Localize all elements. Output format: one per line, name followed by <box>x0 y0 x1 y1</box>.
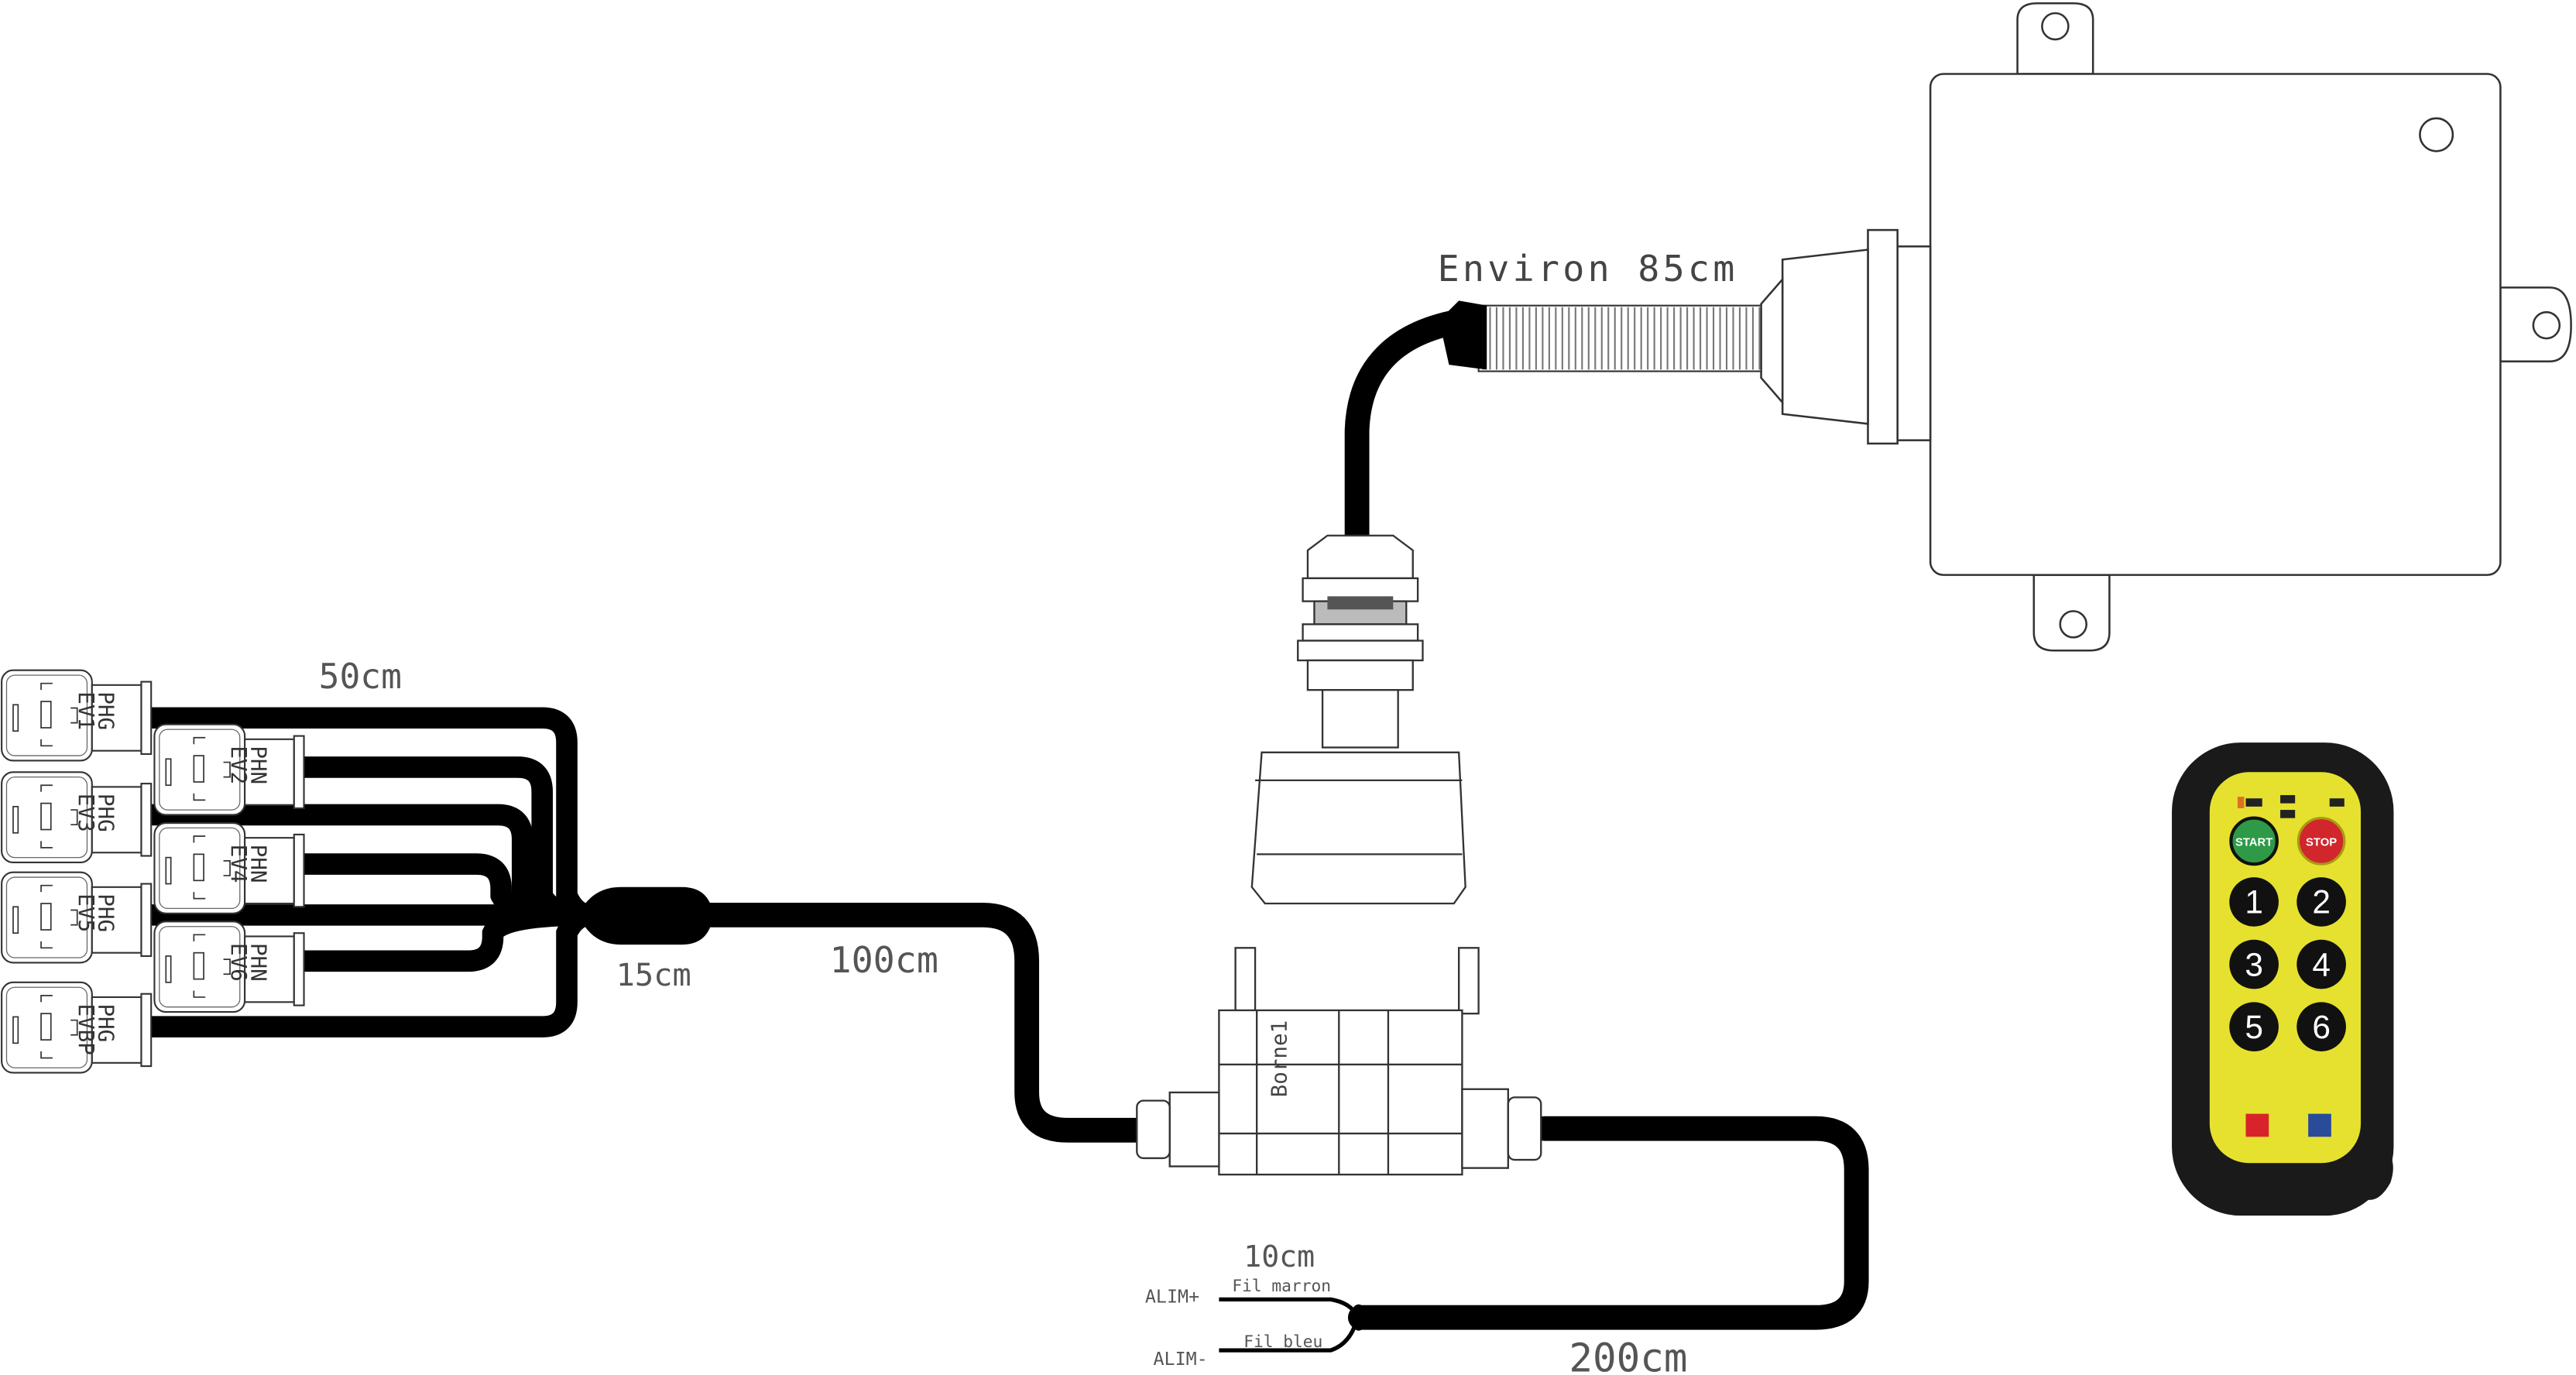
connector-ev1: PHGEV1 <box>1 669 153 762</box>
remote-key-1[interactable]: 1 <box>2229 877 2279 927</box>
branch-cable-ev6 <box>293 904 602 972</box>
svg-text:4: 4 <box>2312 946 2331 982</box>
receiver-connector <box>1250 534 1466 905</box>
branch-cable-ev2 <box>293 756 602 926</box>
svg-text:5: 5 <box>2245 1009 2263 1045</box>
lead-length-label: 10cm <box>1243 1240 1315 1274</box>
connector-evbp: PHGEVBP <box>1 981 153 1074</box>
junction-box-label: Borne1 <box>1266 1020 1291 1098</box>
solenoid-connectors: PHGEV1PHNEV2PHGEV3PHNEV4PHGEV5PHNEV6PHGE… <box>1 669 305 1074</box>
receiver-cable-boot <box>1439 300 1487 370</box>
remote-face <box>2209 772 2362 1164</box>
remote-key-3[interactable]: 3 <box>2229 939 2279 989</box>
remote-key-4[interactable]: 4 <box>2296 939 2346 989</box>
remote-key-5[interactable]: 5 <box>2229 1002 2279 1051</box>
remote-red-button[interactable] <box>2245 1113 2269 1137</box>
alim-plus-wire-label: Fil marron <box>1232 1277 1331 1296</box>
alim-minus-wire-label: Fil bleu <box>1243 1332 1322 1352</box>
remote-blue-button[interactable] <box>2308 1113 2331 1137</box>
svg-text:6: 6 <box>2312 1009 2331 1045</box>
branch-length-label: 50cm <box>319 657 402 697</box>
connector-label: PHNEV4 <box>226 845 271 883</box>
remote-key-6[interactable]: 6 <box>2296 1002 2346 1051</box>
connector-ev6: PHNEV6 <box>153 921 305 1013</box>
remote-key-2[interactable]: 2 <box>2296 877 2346 927</box>
power-cable <box>1347 1116 1869 1330</box>
svg-text:START: START <box>2235 837 2272 849</box>
power-cable-length-label: 200cm <box>1569 1336 1687 1375</box>
svg-text:1: 1 <box>2245 884 2263 921</box>
start-button[interactable]: START <box>2229 816 2279 866</box>
stop-button[interactable]: STOP <box>2296 817 2346 866</box>
connector-ev2: PHNEV2 <box>153 723 305 816</box>
alim-minus-label: ALIM- <box>1154 1348 1208 1370</box>
remote-control: START STOP 1 2 3 4 5 6 <box>2172 742 2394 1216</box>
connector-ev4: PHNEV4 <box>153 821 305 914</box>
cables <box>694 307 1869 1330</box>
corrugated-conduit <box>1477 304 1762 372</box>
connector-label: PHGEVBP <box>74 1003 118 1054</box>
connector-label: PHNEV6 <box>226 943 271 982</box>
alim-plus-label: ALIM+ <box>1145 1286 1199 1308</box>
connector-label: PHNEV2 <box>226 746 271 784</box>
splice-length-label: 15cm <box>616 957 691 993</box>
receiver-cable-length-label: Environ 85cm <box>1438 249 1738 290</box>
main-cable <box>694 902 1163 1143</box>
connector-label: PHGEV5 <box>74 893 118 932</box>
junction-box <box>1136 947 1542 1176</box>
splice-sleeve <box>578 886 713 945</box>
receiver-cable <box>1344 307 1478 612</box>
svg-text:STOP: STOP <box>2306 837 2337 849</box>
receiver-box <box>1760 2 2572 652</box>
connector-label: PHGEV1 <box>74 691 118 730</box>
connector-ev3: PHGEV3 <box>1 771 153 864</box>
connector-label: PHGEV3 <box>74 794 118 832</box>
svg-text:3: 3 <box>2245 946 2263 982</box>
svg-text:2: 2 <box>2312 884 2331 921</box>
connector-ev5: PHGEV5 <box>1 871 153 964</box>
main-cable-length-label: 100cm <box>830 940 938 982</box>
